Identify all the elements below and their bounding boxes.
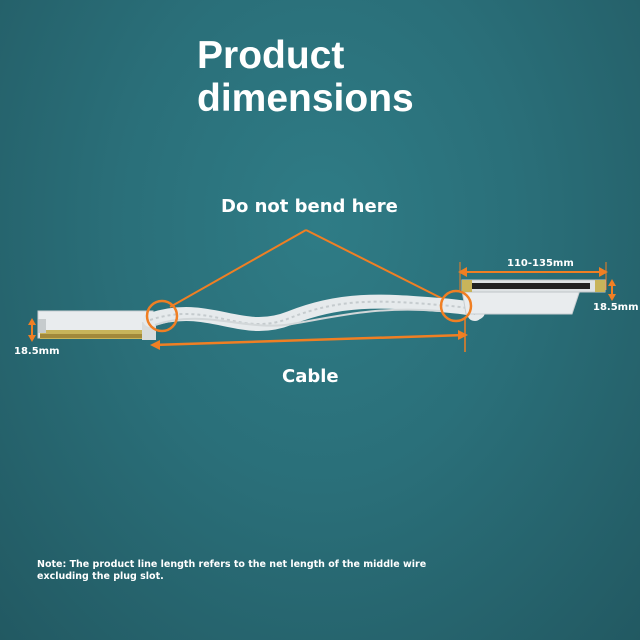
right-height-arrow	[608, 279, 616, 301]
right-connector	[461, 279, 606, 315]
title-line-1: Product	[197, 34, 345, 77]
left-bend-marker	[145, 299, 179, 333]
do-not-bend-label: Do not bend here	[221, 196, 398, 217]
slot-length-label: 110-135mm	[507, 258, 574, 269]
cable-wire	[143, 294, 486, 331]
page-title: Product dimensions	[197, 34, 414, 120]
footnote: Note: The product line length refers to …	[37, 559, 427, 582]
left-height-label: 18.5mm	[14, 346, 60, 357]
slot-length-arrow	[458, 262, 608, 290]
title-line-2: dimensions	[197, 77, 414, 120]
bend-leader-lines	[169, 229, 448, 308]
right-bend-marker	[439, 289, 473, 323]
cable-length-arrow	[150, 318, 468, 352]
right-height-label: 18.5mm	[593, 302, 639, 313]
cable-label: Cable	[282, 366, 339, 387]
left-connector	[37, 310, 156, 340]
left-height-arrow	[28, 318, 36, 342]
